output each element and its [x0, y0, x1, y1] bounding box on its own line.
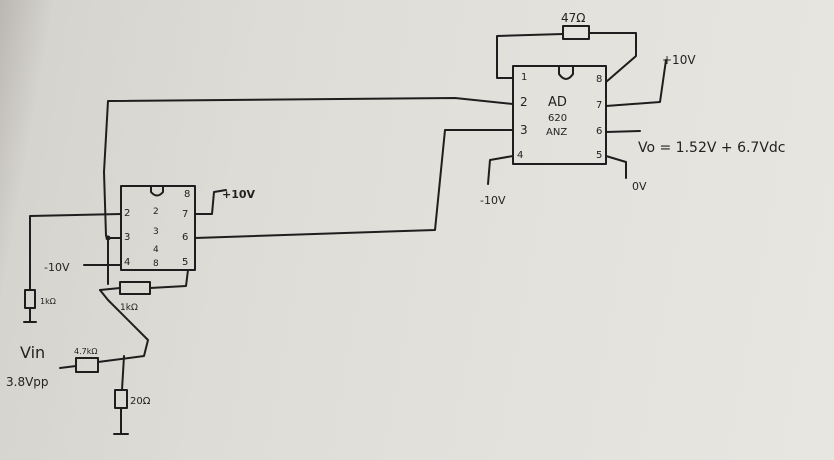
- feedback-resistor-label: 1kΩ: [120, 303, 138, 313]
- opamp-pin-6: 6: [182, 232, 188, 243]
- ad620-0v-label: 0V: [632, 180, 647, 193]
- opamp-pin-2: 2: [124, 208, 130, 219]
- opamp-center-3: 3: [153, 227, 159, 237]
- ad620-chip: AD 620 ANZ 1 2 3 4 5 6 7 8: [512, 65, 607, 165]
- feedback-resistor-body: [119, 281, 151, 295]
- left-resistor-body: [24, 289, 36, 309]
- ad620-pin-1: 1: [521, 72, 527, 83]
- bottom-resistor: 20Ω: [113, 355, 151, 435]
- left-resistor: 1kΩ: [23, 289, 56, 323]
- ad620-pin-2: 2: [520, 95, 528, 109]
- input-resistor: 4.7kΩ: [59, 347, 99, 373]
- wire-ad620-inv: [103, 97, 514, 237]
- ad620-ref: 0V: [605, 155, 647, 193]
- bottom-resistor-label: 20Ω: [130, 396, 151, 407]
- ad620-line1: AD: [548, 95, 567, 110]
- ad620-notch: [558, 65, 574, 80]
- ad620-supply-pos: +10V: [605, 53, 696, 107]
- ad620-pin-7: 7: [596, 100, 602, 111]
- input-resistor-label: 4.7kΩ: [74, 347, 97, 356]
- opamp-minus10v-label: -10V: [44, 261, 70, 274]
- ad620-pin-8: 8: [596, 74, 602, 85]
- ad620-pin-6: 6: [596, 126, 602, 137]
- gain-resistor-label: 47Ω: [561, 11, 585, 25]
- gain-resistor: 47Ω: [496, 11, 637, 83]
- input-resistor-body: [75, 357, 99, 373]
- ad620-pin-3: 3: [520, 123, 528, 137]
- opamp-center-2: 2: [153, 207, 159, 217]
- opamp-pin-4: 4: [124, 257, 130, 268]
- feedback-resistor: 1kΩ: [99, 269, 189, 313]
- opamp-pin-8: 8: [184, 189, 190, 200]
- ad620-plus10v-label: +10V: [662, 53, 696, 67]
- wire-input-net: [97, 289, 149, 363]
- gain-resistor-body: [562, 25, 590, 40]
- opamp-notch: [150, 185, 164, 197]
- ad620-minus10v-label: -10V: [480, 194, 506, 207]
- vin-label: Vin: [20, 343, 45, 362]
- ad620-line2: 620: [548, 113, 567, 124]
- opamp-supply-pos: +10V: [194, 188, 256, 215]
- left-resistor-label: 1kΩ: [40, 297, 56, 306]
- output-label: Vo = 1.52V + 6.7Vdc: [638, 140, 786, 156]
- opamp-supply-neg: -10V: [44, 261, 122, 274]
- ad620-pin-4: 4: [517, 150, 523, 161]
- opamp-pin-3: 3: [124, 232, 130, 243]
- ad620-pin-5: 5: [596, 150, 602, 161]
- wire-ad620-noninv: [194, 129, 514, 239]
- vin-amplitude-label: 3.8Vpp: [6, 375, 49, 389]
- ad620-output: Vo = 1.52V + 6.7Vdc: [605, 130, 786, 156]
- opamp-center-4: 4: [153, 245, 159, 255]
- wire-opamp-pin3: [107, 237, 122, 285]
- opamp-chip: 2 3 4 2 3 4 8 8 7 6 5: [120, 185, 196, 271]
- bottom-resistor-body: [114, 389, 128, 409]
- opamp-body: [120, 185, 196, 271]
- ad620-line3: ANZ: [546, 127, 567, 138]
- opamp-pin-5: 5: [182, 257, 188, 268]
- opamp-center-8: 8: [153, 259, 159, 269]
- opamp-pin-7: 7: [182, 209, 188, 220]
- ad620-supply-neg: -10V: [480, 155, 514, 207]
- opamp-plus10v-label: +10V: [222, 188, 256, 201]
- wire-opamp-pin2: [29, 213, 122, 291]
